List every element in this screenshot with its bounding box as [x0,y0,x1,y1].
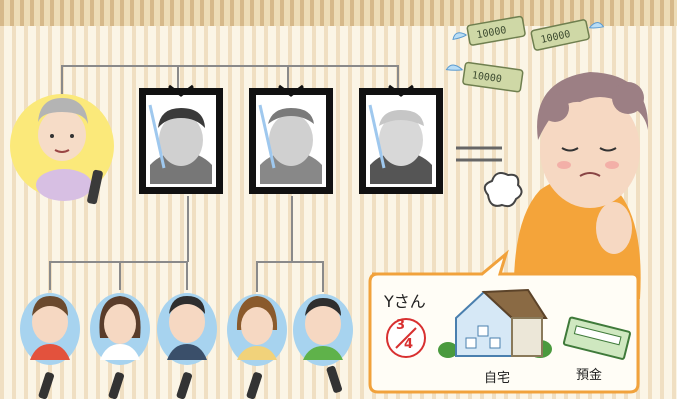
share-denominator: 4 [404,337,414,352]
bankbook-icon [562,316,632,360]
house-icon [438,288,552,358]
svg-text:10000: 10000 [471,70,502,85]
grandmother-portrait [10,94,114,205]
flying-banknote: 10000 [445,61,524,93]
flying-banknote: 10000 [452,15,526,46]
home-label: 自宅 [484,371,511,386]
child-portrait [227,294,287,399]
worried-woman [513,72,649,299]
child-portrait [20,293,80,399]
tree-lines [49,65,399,292]
child-portrait [90,293,150,399]
flying-banknote: 10000 [530,19,605,51]
svg-text:10000: 10000 [476,25,508,41]
child-portrait [157,293,217,399]
memorial-portrait-uncle [249,84,333,194]
share-fraction-icon [386,318,426,358]
deposit-label: 預金 [576,368,603,383]
sigh-puff-icon [483,172,523,208]
memorial-portrait-grandfather [359,84,443,194]
header-band [0,0,677,26]
heir-name-label: Yさん [384,292,426,311]
share-numerator: 3 [396,318,406,333]
memorial-portrait-father [139,84,223,194]
child-portrait [293,294,353,393]
equals-sign [456,146,502,162]
